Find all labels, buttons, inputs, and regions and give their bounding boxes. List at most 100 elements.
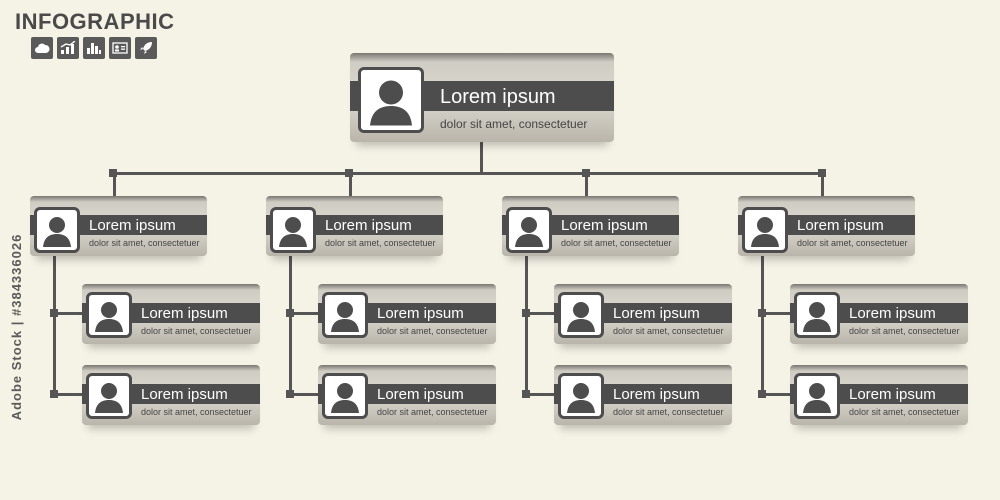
- connector-line: [53, 393, 83, 396]
- child-card[interactable]: Lorem ipsum dolor sit amet, consectetuer: [82, 365, 260, 425]
- card-name: Lorem ipsum: [849, 305, 936, 322]
- card-name: Lorem ipsum: [797, 217, 884, 234]
- card-subtitle: dolor sit amet, consectetuer: [849, 326, 960, 336]
- id-card-icon: [109, 37, 131, 59]
- connector-line: [585, 175, 588, 197]
- bar-chart-icon: [83, 37, 105, 59]
- connector-node: [522, 309, 530, 317]
- connector-node: [345, 169, 353, 177]
- child-card[interactable]: Lorem ipsum dolor sit amet, consectetuer: [318, 284, 496, 344]
- connector-node: [109, 169, 117, 177]
- watermark: Adobe Stock | #384336026: [9, 233, 24, 421]
- card-subtitle: dolor sit amet, consectetuer: [561, 238, 672, 248]
- connector-node: [522, 390, 530, 398]
- child-card[interactable]: Lorem ipsum dolor sit amet, consectetuer: [82, 284, 260, 344]
- child-card[interactable]: Lorem ipsum dolor sit amet, consectetuer: [554, 284, 732, 344]
- root-card[interactable]: Lorem ipsum dolor sit amet, consectetuer: [350, 53, 614, 142]
- card-subtitle: dolor sit amet, consectetuer: [440, 117, 588, 131]
- connector-line: [289, 255, 292, 395]
- card-name: Lorem ipsum: [440, 86, 556, 108]
- branch-head-card[interactable]: Lorem ipsum dolor sit amet, consectetuer: [266, 196, 443, 256]
- avatar: [322, 373, 368, 419]
- person-icon: [331, 383, 359, 413]
- cloud-icon: [31, 37, 53, 59]
- card-subtitle: dolor sit amet, consectetuer: [141, 407, 252, 417]
- card-name: Lorem ipsum: [377, 305, 464, 322]
- card-subtitle: dolor sit amet, consectetuer: [89, 238, 200, 248]
- connector-line: [761, 393, 791, 396]
- connector-line: [525, 393, 555, 396]
- connector-node: [286, 309, 294, 317]
- avatar: [558, 373, 604, 419]
- card-name: Lorem ipsum: [141, 305, 228, 322]
- connector-line: [53, 312, 83, 315]
- avatar: [358, 67, 424, 133]
- card-name: Lorem ipsum: [377, 386, 464, 403]
- person-icon: [515, 217, 543, 247]
- connector-line: [53, 255, 56, 395]
- child-card[interactable]: Lorem ipsum dolor sit amet, consectetuer: [790, 284, 968, 344]
- avatar: [86, 373, 132, 419]
- person-icon: [279, 217, 307, 247]
- page-title: INFOGRAPHIC: [15, 9, 175, 34]
- card-name: Lorem ipsum: [141, 386, 228, 403]
- card-name: Lorem ipsum: [561, 217, 648, 234]
- growth-chart-icon: [57, 37, 79, 59]
- card-name: Lorem ipsum: [89, 217, 176, 234]
- avatar: [506, 207, 552, 253]
- person-icon: [803, 302, 831, 332]
- person-icon: [567, 383, 595, 413]
- rocket-icon: [135, 37, 157, 59]
- card-subtitle: dolor sit amet, consectetuer: [325, 238, 436, 248]
- avatar: [322, 292, 368, 338]
- connector-node: [582, 169, 590, 177]
- person-icon: [95, 302, 123, 332]
- person-icon: [567, 302, 595, 332]
- branch-head-card[interactable]: Lorem ipsum dolor sit amet, consectetuer: [502, 196, 679, 256]
- connector-node: [50, 390, 58, 398]
- card-name: Lorem ipsum: [849, 386, 936, 403]
- avatar: [794, 292, 840, 338]
- person-icon: [43, 217, 71, 247]
- child-card[interactable]: Lorem ipsum dolor sit amet, consectetuer: [554, 365, 732, 425]
- child-card[interactable]: Lorem ipsum dolor sit amet, consectetuer: [318, 365, 496, 425]
- card-subtitle: dolor sit amet, consectetuer: [141, 326, 252, 336]
- person-icon: [95, 383, 123, 413]
- card-subtitle: dolor sit amet, consectetuer: [613, 326, 724, 336]
- connector-line: [349, 175, 352, 197]
- avatar: [86, 292, 132, 338]
- avatar: [558, 292, 604, 338]
- card-subtitle: dolor sit amet, consectetuer: [797, 238, 908, 248]
- card-subtitle: dolor sit amet, consectetuer: [377, 326, 488, 336]
- connector-line: [525, 312, 555, 315]
- card-subtitle: dolor sit amet, consectetuer: [377, 407, 488, 417]
- connector-node: [758, 309, 766, 317]
- connector-line: [761, 312, 791, 315]
- card-name: Lorem ipsum: [613, 305, 700, 322]
- connector-line: [821, 175, 824, 197]
- icon-row: [31, 37, 157, 59]
- avatar: [742, 207, 788, 253]
- connector-line: [289, 393, 319, 396]
- person-icon: [751, 217, 779, 247]
- branch-head-card[interactable]: Lorem ipsum dolor sit amet, consectetuer: [30, 196, 207, 256]
- branch-head-card[interactable]: Lorem ipsum dolor sit amet, consectetuer: [738, 196, 915, 256]
- connector-line: [761, 255, 764, 395]
- connector-line: [480, 142, 483, 174]
- connector-line: [113, 172, 823, 175]
- avatar: [794, 373, 840, 419]
- connector-node: [818, 169, 826, 177]
- connector-node: [50, 309, 58, 317]
- connector-line: [525, 255, 528, 395]
- card-subtitle: dolor sit amet, consectetuer: [613, 407, 724, 417]
- person-icon: [370, 80, 412, 126]
- avatar: [34, 207, 80, 253]
- person-icon: [331, 302, 359, 332]
- card-name: Lorem ipsum: [325, 217, 412, 234]
- connector-line: [113, 175, 116, 197]
- card-name: Lorem ipsum: [613, 386, 700, 403]
- connector-line: [289, 312, 319, 315]
- person-icon: [803, 383, 831, 413]
